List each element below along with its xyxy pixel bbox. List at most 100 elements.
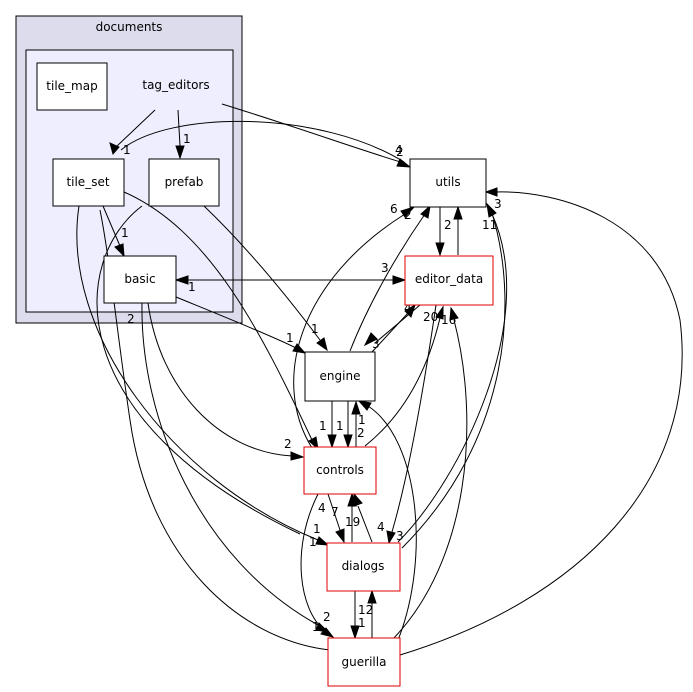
cluster-tag-editors-label[interactable]: tag_editors	[142, 78, 209, 92]
edge-basic-engine	[175, 296, 297, 349]
edge-controls-guerilla	[300, 493, 325, 631]
node-editor-data[interactable]: editor_data	[404, 255, 494, 306]
edge-label-basic-controls: 2	[284, 437, 292, 451]
edge-tag-editors-prefab	[177, 109, 181, 147]
edge-tag-editors-tile-set	[116, 109, 156, 147]
node-label-editor-data: editor_data	[415, 272, 483, 286]
arrow-dialogs-c	[335, 528, 345, 544]
edge-label-dialogs-utils: 3	[396, 529, 404, 543]
node-engine[interactable]: engine	[304, 351, 376, 402]
node-controls[interactable]: controls	[303, 446, 377, 495]
edge-label-tileset-basic: 1	[121, 226, 129, 240]
edge-editor-data-engine	[374, 304, 421, 344]
node-label-tile-map: tile_map	[46, 79, 97, 93]
arrow-editor-data-d	[435, 305, 444, 320]
arrow-controls-d	[343, 434, 353, 449]
arrow-prefab	[175, 145, 185, 160]
edge-editor-data-dialogs	[391, 304, 437, 533]
node-label-dialogs: dialogs	[342, 559, 385, 573]
edge-label-engine-controls-a: 1	[319, 419, 327, 433]
edge-label-controls-engine-b: 2	[357, 426, 365, 440]
edge-tile-set-basic	[102, 205, 121, 247]
edge-label-utils-editordata: 2	[444, 218, 452, 232]
edge-label-basic-tail: 2	[127, 312, 135, 326]
arrow-controls-a	[290, 451, 305, 461]
arrow-guerilla-b	[350, 625, 360, 640]
edge-label-basic-editordata-head: 3	[381, 261, 389, 275]
edge-label-basic-editordata: 1	[188, 280, 196, 294]
edge-label-guerilla-controls: 1	[312, 620, 320, 634]
edge-label-engine-editordata: 3	[372, 337, 380, 351]
arrow-utils-b	[453, 205, 463, 220]
arrow-basic	[114, 243, 125, 258]
arrow-tile-set	[109, 142, 120, 156]
arrow-engine-c	[363, 332, 378, 347]
edge-engine-utils	[349, 213, 426, 352]
node-guerilla[interactable]: guerilla	[327, 637, 401, 687]
cluster-documents-label: documents	[96, 20, 163, 34]
edge-label-dialogs-guerilla: 12	[358, 603, 373, 617]
edge-prefab-engine	[203, 205, 321, 341]
edge-guerilla-utils	[399, 191, 683, 656]
arrow-dialogs-a	[315, 536, 330, 546]
arrow-basic-a	[174, 275, 189, 285]
edge-controls-editor-data	[364, 317, 441, 447]
arrow-utils-f	[484, 187, 498, 197]
edge-controls-dialogs	[327, 493, 341, 531]
arrow-utils-d	[420, 204, 431, 219]
arrow-engine-d	[351, 400, 361, 415]
edge-label-guerilla-dialogs: 1	[358, 616, 366, 630]
node-tile-set[interactable]: tile_set	[52, 158, 125, 207]
edge-label-utils-engine: 2	[404, 208, 412, 222]
edge-label-utils-controls: 6	[390, 202, 398, 216]
edge-engine-editor-data	[371, 312, 409, 353]
arrow-engine-e	[357, 400, 372, 411]
edge-label-utils-dialogs: 11	[482, 218, 497, 232]
edge-basic-controls	[147, 302, 293, 457]
edge-label-tag-prefab: 1	[183, 132, 191, 146]
edge-label-prefab-engine: 1	[311, 322, 319, 336]
edge-tag-editors-utils	[221, 103, 405, 164]
node-label-tile-set: tile_set	[66, 175, 109, 189]
edge-dialogs-controls-b	[357, 505, 373, 543]
node-label-controls: controls	[316, 463, 364, 477]
arrow-dialogs-b	[386, 530, 396, 545]
edges: 1 1 2 4 1 1 1 3 1 2	[76, 103, 683, 656]
edge-label-utils-guerilla: 3	[494, 197, 502, 211]
edge-basic-guerilla	[141, 302, 319, 626]
edge-controls-utils	[293, 213, 406, 449]
node-dialogs[interactable]: dialogs	[326, 542, 401, 592]
edge-label-controls-dialogs: 4	[318, 501, 326, 515]
edge-label-dialogs-controls: 7	[331, 505, 339, 519]
node-basic[interactable]: basic	[103, 255, 177, 304]
node-prefab[interactable]: prefab	[148, 158, 220, 207]
arrow-engine-b	[292, 343, 307, 354]
node-label-basic: basic	[124, 272, 155, 286]
edge-label-tileset-utils: 4	[395, 143, 403, 157]
node-label-engine: engine	[320, 369, 361, 383]
arrow-editor-data-e	[449, 306, 459, 321]
arrow-editor-data-a	[392, 275, 407, 285]
arrow-utils-c	[400, 205, 416, 218]
node-tile-map[interactable]: tile_map	[36, 62, 108, 111]
edge-label-tileset-dialogs: 1	[313, 522, 321, 536]
edge-label-tag-tileset: 1	[123, 143, 131, 157]
arrow-utils-a	[396, 158, 412, 168]
edge-dialogs-utils	[397, 213, 508, 543]
edge-tile-set-controls	[123, 191, 313, 441]
edge-guerilla-engine	[367, 405, 417, 641]
arrow-controls-b	[308, 436, 319, 451]
edge-label-dialogs-controls-b: 19	[345, 515, 360, 529]
arrow-editor-data-b	[435, 242, 445, 257]
edge-label-engine-controls-b: 1	[336, 419, 344, 433]
node-utils[interactable]: utils	[409, 158, 487, 208]
arrow-controls-c	[327, 434, 337, 449]
arrow-dialogs-d	[367, 589, 377, 604]
edge-label-dialogs-editordata: 4	[377, 520, 385, 534]
edge-label-tag-utils: 2	[396, 145, 404, 159]
arrow-controls-f	[353, 492, 363, 507]
edge-label-controls-engine: 1	[358, 413, 366, 427]
edge-guerilla-editor-data	[391, 319, 468, 641]
node-label-guerilla: guerilla	[342, 655, 387, 669]
